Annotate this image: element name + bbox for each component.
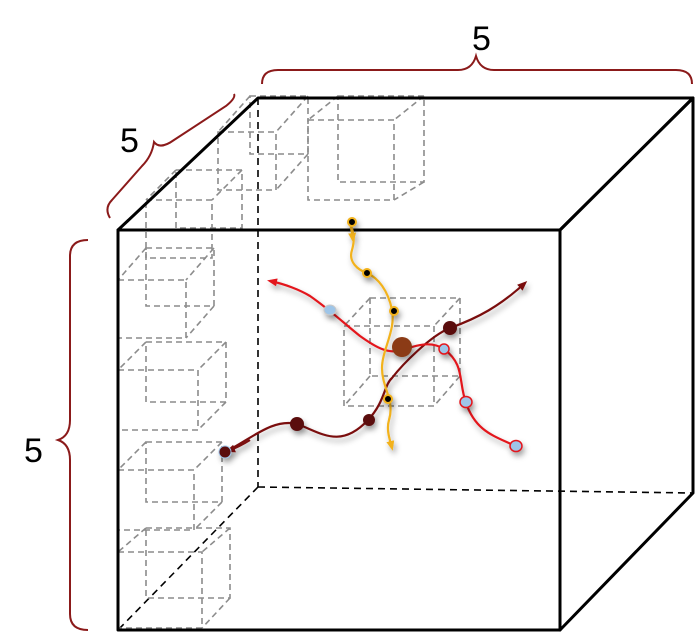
brace-depth (106, 93, 236, 219)
trajectory-dark-red (224, 280, 528, 453)
cell-left-3 (117, 341, 227, 431)
cell-top-1 (217, 95, 309, 191)
particle-dark-1 (290, 417, 304, 431)
trajectory-yellow (348, 221, 395, 451)
dimension-braces (54, 52, 693, 631)
cell-left-5 (117, 527, 231, 629)
cell-left-2 (117, 247, 215, 339)
particle-center (392, 337, 412, 357)
cell-center (343, 297, 461, 407)
brace-left (54, 239, 89, 631)
dimension-label-top: 5 (472, 20, 491, 58)
particle-trajectories (224, 221, 528, 453)
particle-yellow-2 (362, 268, 372, 278)
cell-top-2 (307, 95, 425, 201)
cell-left-1 (145, 169, 243, 259)
particle-blue-3 (459, 395, 473, 409)
particle-yellow-4 (383, 394, 393, 404)
trajectory-dark-red-start (225, 439, 251, 453)
lattice-cells (117, 95, 461, 629)
cube-hidden-edges (117, 98, 694, 631)
particle-yellow-3 (389, 306, 399, 316)
cell-left-4 (117, 441, 223, 531)
particle-yellow-1 (347, 217, 357, 227)
particles (218, 217, 523, 459)
dimension-label-depth: 5 (120, 122, 139, 160)
particle-blue-4 (509, 439, 523, 453)
particle-dark-4 (218, 445, 232, 459)
cube-visible-edges (116, 96, 695, 632)
trajectory-red (267, 278, 516, 447)
particle-dark-2 (363, 414, 375, 426)
dimension-label-left: 5 (24, 432, 43, 470)
brace-top (261, 52, 693, 85)
particle-dark-3 (443, 321, 457, 335)
particle-blue-1 (323, 304, 337, 316)
particle-blue-2 (438, 343, 450, 355)
